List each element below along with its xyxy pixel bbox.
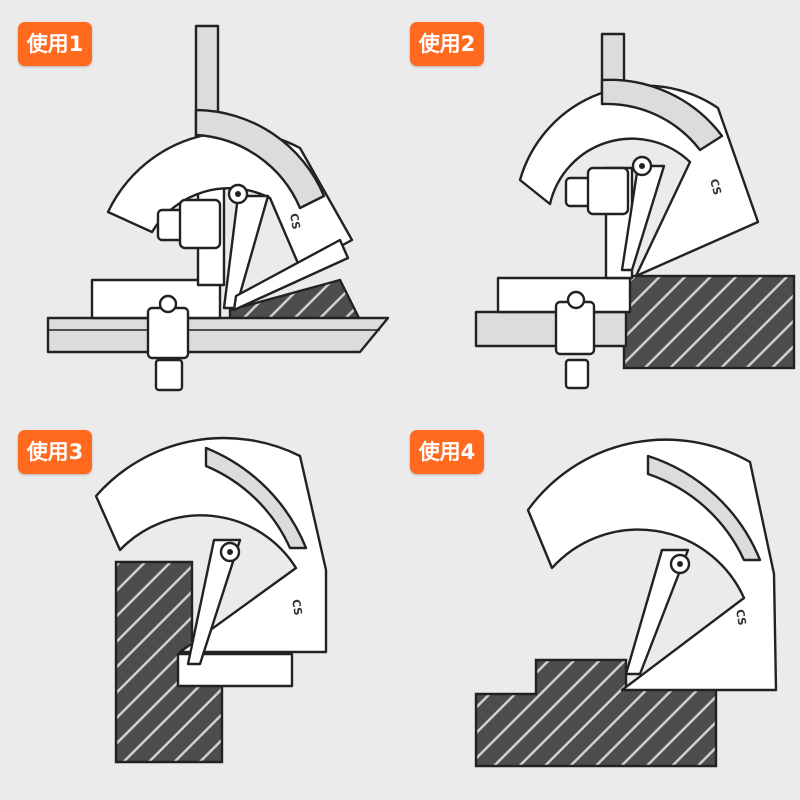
protractor-diagram-4: CS	[474, 438, 778, 768]
lock-knob	[564, 176, 592, 208]
workpiece-block	[622, 274, 796, 370]
measuring-blade	[620, 164, 666, 272]
usage-panel-1: 使用1 CS	[0, 0, 400, 400]
usage-panel-2: 使用2 CS	[400, 0, 800, 400]
clamp-screw	[564, 358, 590, 390]
protractor-diagram-2: CS	[474, 32, 796, 390]
usage-panel-3: 使用3 CS	[0, 400, 400, 800]
arc-scale-band	[600, 78, 724, 152]
base-bracket	[90, 278, 222, 320]
usage-label-3: 使用3	[18, 430, 92, 474]
clamp-screw	[154, 358, 184, 392]
measuring-blade	[186, 538, 242, 666]
usage-label-4: 使用4	[410, 430, 484, 474]
measuring-blade	[624, 548, 690, 676]
usage-panel-4: 使用4 CS	[400, 400, 800, 800]
ruler-clamp	[146, 306, 190, 360]
arc-scale-band	[204, 446, 308, 550]
base-ruler	[46, 316, 390, 354]
base-ruler	[474, 310, 628, 348]
usage-label-1: 使用1	[18, 22, 92, 66]
arc-scale-band	[646, 454, 762, 562]
ruler-clamp	[554, 300, 596, 356]
protractor-arc	[526, 438, 778, 692]
base-bracket	[496, 276, 632, 314]
brand-mark: CS	[289, 598, 305, 616]
brand-mark: CS	[287, 212, 303, 230]
usage-label-2: 使用2	[410, 22, 484, 66]
arc-scale-band	[194, 108, 326, 210]
protractor-diagram-1: CS	[46, 24, 390, 392]
protractor-diagram-3: CS	[94, 436, 328, 764]
brand-mark: CS	[707, 177, 724, 196]
brand-mark: CS	[733, 608, 749, 626]
